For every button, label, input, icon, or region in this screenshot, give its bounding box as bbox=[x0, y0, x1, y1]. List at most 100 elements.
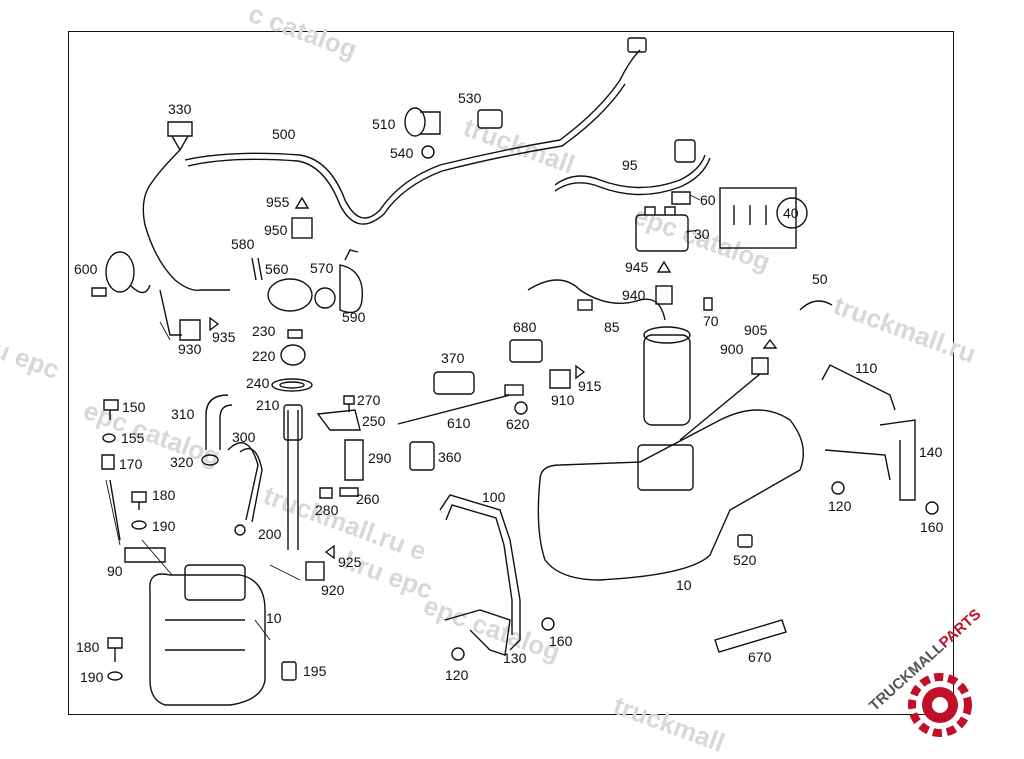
callout-560[interactable]: 560 bbox=[265, 261, 289, 277]
callout-120-b[interactable]: 120 bbox=[445, 667, 469, 683]
callout-310[interactable]: 310 bbox=[171, 406, 195, 422]
callout-180-b[interactable]: 180 bbox=[76, 639, 100, 655]
callout-200[interactable]: 200 bbox=[258, 526, 282, 542]
callout-60[interactable]: 60 bbox=[700, 192, 716, 208]
bolt-280 bbox=[319, 487, 333, 499]
callout-360[interactable]: 360 bbox=[438, 449, 462, 465]
callout-920[interactable]: 920 bbox=[321, 582, 345, 598]
callout-40[interactable]: 40 bbox=[783, 205, 799, 221]
callout-500[interactable]: 500 bbox=[272, 126, 296, 142]
line-95 bbox=[554, 154, 706, 189]
callout-220[interactable]: 220 bbox=[252, 348, 276, 364]
wiring-harness-500 bbox=[142, 149, 230, 291]
harness-85 bbox=[527, 279, 666, 321]
callout-930[interactable]: 930 bbox=[178, 341, 202, 357]
sender-560 bbox=[267, 278, 313, 312]
callout-170[interactable]: 170 bbox=[119, 456, 143, 472]
callout-270[interactable]: 270 bbox=[357, 392, 381, 408]
callout-70[interactable]: 70 bbox=[703, 313, 719, 329]
clip-230 bbox=[287, 329, 303, 339]
callout-230[interactable]: 230 bbox=[252, 323, 276, 339]
callout-190[interactable]: 190 bbox=[152, 518, 176, 534]
callout-600[interactable]: 600 bbox=[74, 261, 98, 277]
callout-140[interactable]: 140 bbox=[919, 444, 943, 460]
callout-935[interactable]: 935 bbox=[212, 329, 236, 345]
callout-590[interactable]: 590 bbox=[342, 309, 366, 325]
fitting-60 bbox=[671, 191, 691, 205]
bolt-150 bbox=[103, 399, 119, 420]
pump-30 bbox=[635, 214, 689, 252]
callout-160-b[interactable]: 160 bbox=[549, 633, 573, 649]
callout-30[interactable]: 30 bbox=[694, 226, 710, 242]
rod-610 bbox=[397, 394, 511, 425]
callout-370[interactable]: 370 bbox=[441, 350, 465, 366]
callout-260[interactable]: 260 bbox=[356, 491, 380, 507]
callout-510[interactable]: 510 bbox=[372, 116, 396, 132]
callout-130[interactable]: 130 bbox=[503, 650, 527, 666]
callout-925[interactable]: 925 bbox=[338, 554, 362, 570]
callout-540[interactable]: 540 bbox=[390, 145, 414, 161]
callout-580[interactable]: 580 bbox=[231, 236, 255, 252]
bracket-290 bbox=[344, 439, 364, 481]
callout-95[interactable]: 95 bbox=[622, 157, 638, 173]
callout-330[interactable]: 330 bbox=[168, 101, 192, 117]
bracket-130 bbox=[444, 609, 511, 656]
callout-950[interactable]: 950 bbox=[264, 222, 288, 238]
hose-300 bbox=[227, 442, 263, 523]
cap-915 bbox=[575, 364, 586, 380]
hose-310 bbox=[205, 394, 233, 450]
callout-195[interactable]: 195 bbox=[303, 663, 327, 679]
callout-610[interactable]: 610 bbox=[447, 415, 471, 431]
callout-120[interactable]: 120 bbox=[828, 498, 852, 514]
bracket-140 bbox=[879, 419, 916, 501]
cap-955 bbox=[294, 196, 310, 209]
callout-670[interactable]: 670 bbox=[748, 649, 772, 665]
callout-250[interactable]: 250 bbox=[362, 413, 386, 429]
callout-180[interactable]: 180 bbox=[152, 487, 176, 503]
bolt-160-b bbox=[541, 617, 555, 631]
callout-50[interactable]: 50 bbox=[812, 271, 828, 287]
washer-190 bbox=[131, 520, 147, 530]
callout-300[interactable]: 300 bbox=[232, 429, 256, 445]
callout-90[interactable]: 90 bbox=[107, 563, 123, 579]
callout-910[interactable]: 910 bbox=[551, 392, 575, 408]
fuel-filter bbox=[643, 334, 691, 426]
callout-915[interactable]: 915 bbox=[578, 378, 602, 394]
callout-945[interactable]: 945 bbox=[625, 259, 649, 275]
callout-110[interactable]: 110 bbox=[855, 360, 878, 376]
callout-85[interactable]: 85 bbox=[604, 319, 620, 335]
clamp-320 bbox=[201, 454, 219, 466]
callout-680[interactable]: 680 bbox=[513, 319, 537, 335]
callout-905[interactable]: 905 bbox=[744, 322, 768, 338]
part-360 bbox=[409, 441, 435, 471]
sensor-950 bbox=[291, 217, 313, 239]
callout-240[interactable]: 240 bbox=[246, 375, 270, 391]
nut-540 bbox=[421, 145, 435, 159]
callout-955[interactable]: 955 bbox=[266, 194, 290, 210]
callout-570[interactable]: 570 bbox=[310, 260, 334, 276]
callout-190-b[interactable]: 190 bbox=[80, 669, 104, 685]
callout-210[interactable]: 210 bbox=[256, 397, 280, 413]
callout-320[interactable]: 320 bbox=[170, 454, 194, 470]
callout-290[interactable]: 290 bbox=[368, 450, 392, 466]
callout-155[interactable]: 155 bbox=[121, 430, 145, 446]
callout-280[interactable]: 280 bbox=[315, 502, 339, 518]
callout-10-small[interactable]: 10 bbox=[266, 610, 282, 626]
sensor-910 bbox=[549, 369, 571, 389]
callout-150[interactable]: 150 bbox=[122, 399, 146, 415]
part-260 bbox=[339, 487, 359, 497]
ring-240 bbox=[271, 378, 313, 392]
callout-520[interactable]: 520 bbox=[733, 552, 757, 568]
callout-100[interactable]: 100 bbox=[482, 489, 506, 505]
bracket-250 bbox=[316, 409, 361, 431]
spacer-170 bbox=[101, 454, 115, 470]
callout-160[interactable]: 160 bbox=[920, 519, 944, 535]
strap-110 bbox=[821, 364, 896, 411]
callout-10-main[interactable]: 10 bbox=[676, 577, 692, 593]
callout-530[interactable]: 530 bbox=[458, 90, 482, 106]
callout-940[interactable]: 940 bbox=[622, 287, 646, 303]
callout-620[interactable]: 620 bbox=[506, 416, 530, 432]
nut-120 bbox=[831, 481, 845, 495]
nut-120-b bbox=[451, 647, 465, 661]
callout-900[interactable]: 900 bbox=[720, 341, 744, 357]
